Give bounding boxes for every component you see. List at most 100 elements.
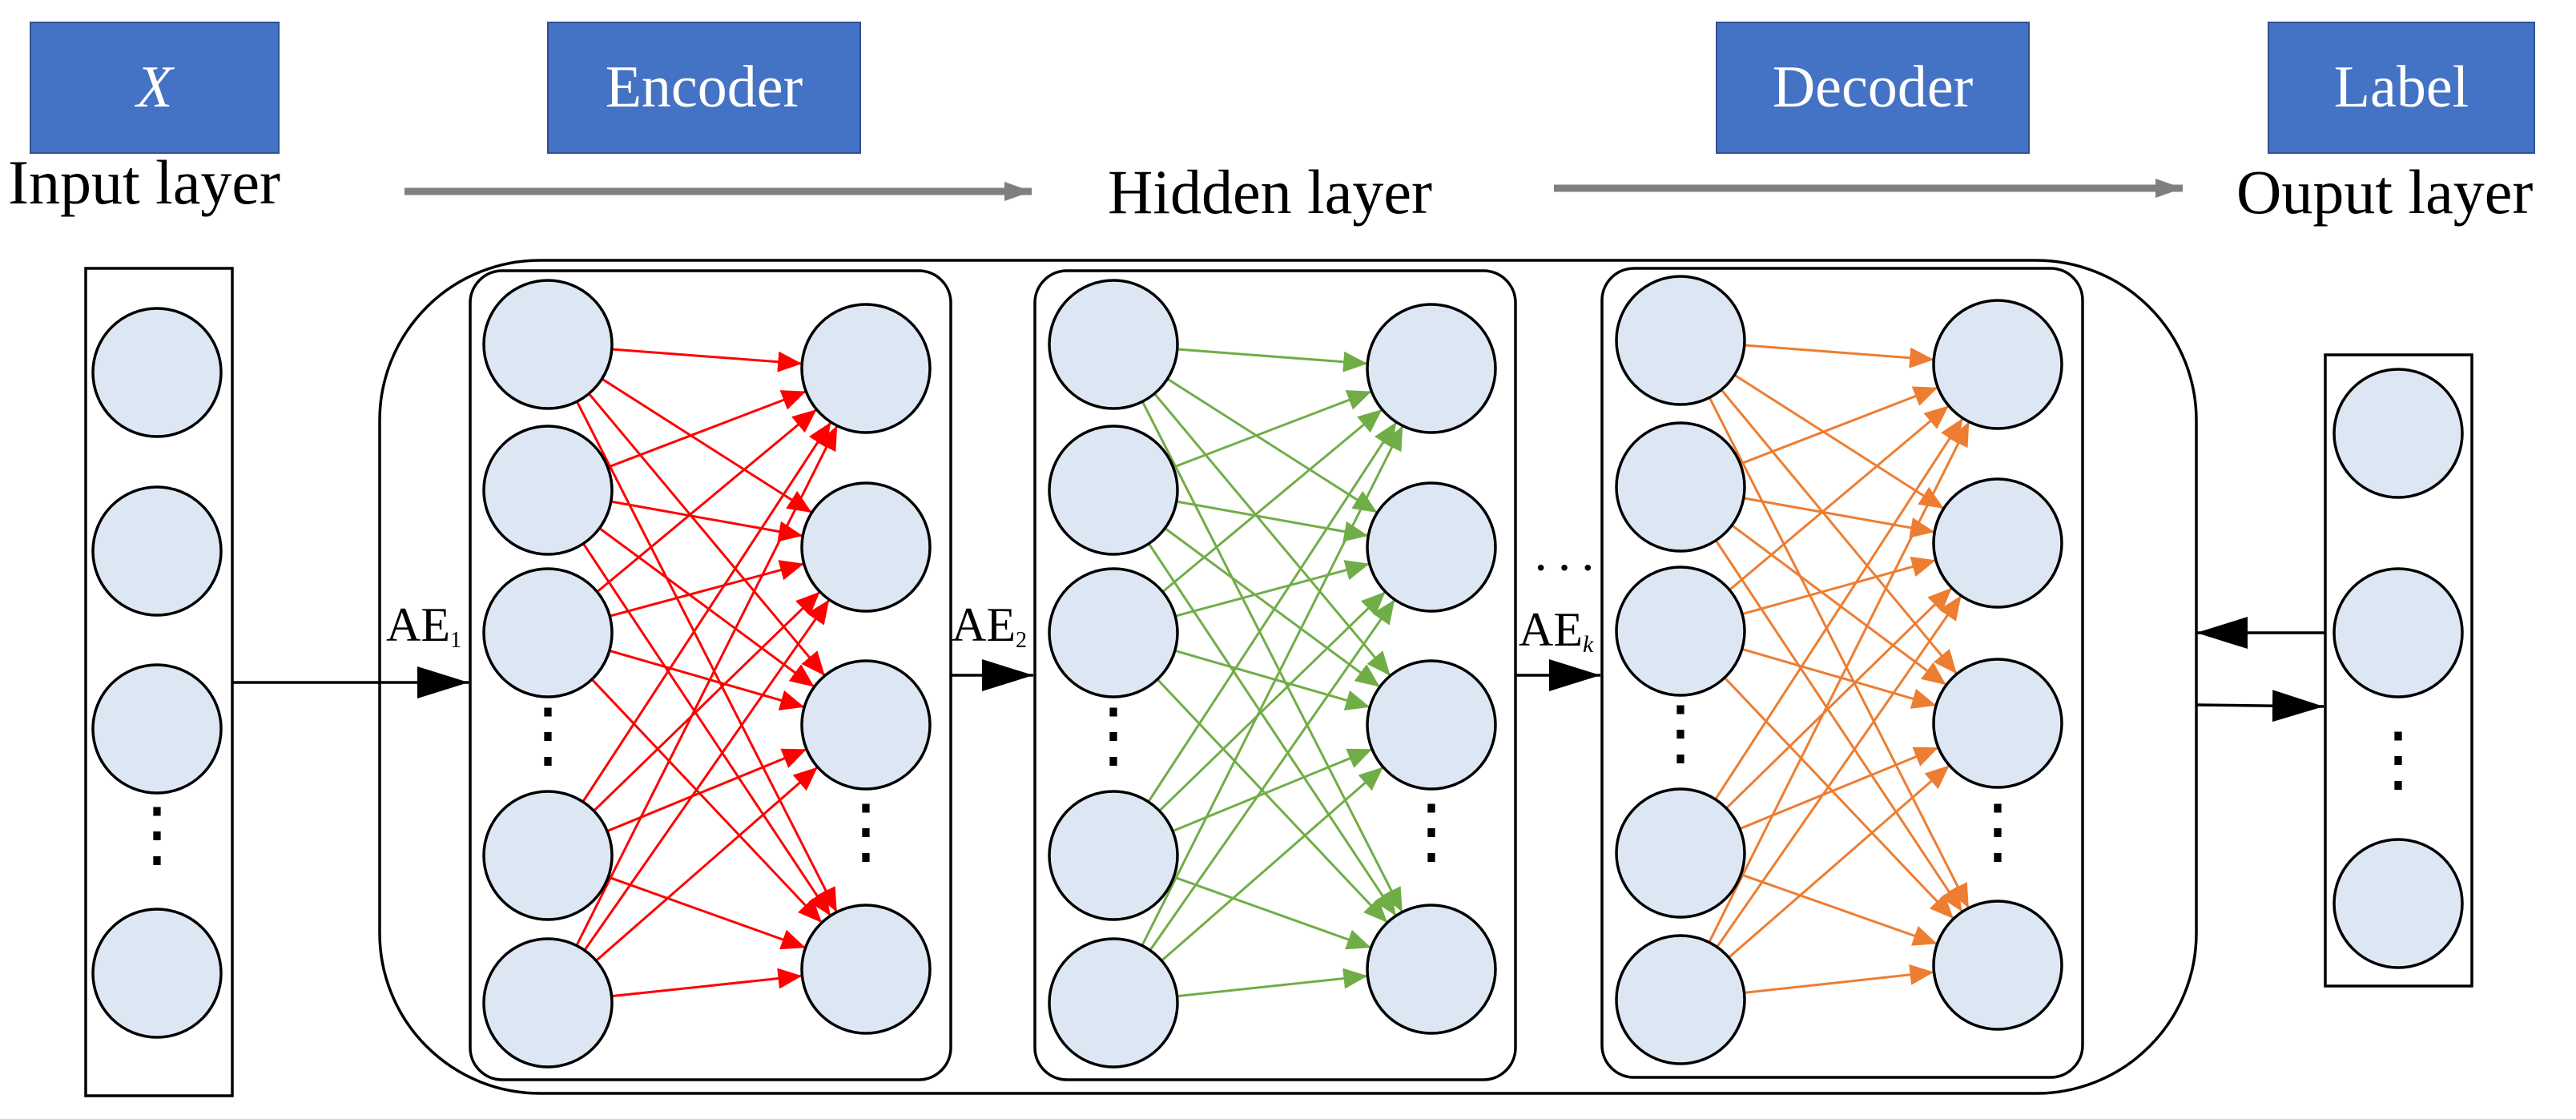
ae2-edge bbox=[1164, 527, 1381, 688]
ae1-edge bbox=[575, 425, 839, 947]
aek-edge bbox=[1725, 586, 1953, 810]
aek-right-vertical-ellipsis: ⋮ bbox=[1962, 792, 2034, 871]
input-layer-label: Input layer bbox=[8, 147, 281, 217]
ae2-edge bbox=[1149, 598, 1396, 952]
ae2-input-node bbox=[1048, 790, 1179, 921]
aek-input-node bbox=[1615, 566, 1746, 697]
ae1-hidden-node bbox=[800, 481, 932, 613]
ae1-edge bbox=[582, 542, 832, 917]
aek-connections bbox=[1708, 344, 1970, 994]
ae2-left-vertical-ellipsis: ⋮ bbox=[1077, 696, 1149, 775]
ae1-edge bbox=[607, 875, 807, 950]
aek-edge bbox=[1743, 497, 1935, 538]
ae1-edge bbox=[588, 392, 826, 677]
aek-edge bbox=[1733, 373, 1945, 510]
ae1-input-node bbox=[482, 937, 614, 1069]
nodes bbox=[91, 275, 2464, 1069]
aek-hidden-node bbox=[1932, 900, 2063, 1031]
ae1-label: AE1 bbox=[386, 598, 461, 653]
aek-edge bbox=[1740, 873, 1938, 946]
horizontal-ellipsis: ··· bbox=[1532, 539, 1603, 596]
aek-hidden-node bbox=[1932, 299, 2063, 430]
aek-frame bbox=[1600, 267, 2084, 1079]
decoder-text: Decoder bbox=[1772, 54, 1974, 120]
output-node bbox=[2332, 567, 2464, 698]
ae2-edge bbox=[1147, 421, 1398, 803]
aek-edge bbox=[1729, 405, 1950, 591]
ae1-input-node bbox=[482, 790, 614, 921]
aek-input-node bbox=[1615, 421, 1746, 553]
aek-edge bbox=[1741, 647, 1937, 709]
aek-hidden-node bbox=[1932, 477, 2063, 609]
aek-edge bbox=[1720, 388, 1958, 675]
aek-edge bbox=[1744, 964, 1934, 994]
hidden-layer-label: Hidden layer bbox=[1108, 157, 1433, 227]
ae2-hidden-node bbox=[1366, 303, 1497, 434]
aek-edge bbox=[1714, 417, 1964, 800]
aek-hidden-node bbox=[1932, 658, 2063, 789]
ae2-hidden-node bbox=[1366, 659, 1497, 791]
ae1-right-vertical-ellipsis: ⋮ bbox=[830, 792, 902, 871]
ae1-hidden-node bbox=[800, 303, 932, 434]
ae1-connections bbox=[575, 348, 839, 998]
ae1-edge bbox=[610, 500, 803, 542]
ae2-edge bbox=[1147, 542, 1398, 917]
ae2-edge bbox=[1177, 348, 1368, 372]
ae2-hidden-node bbox=[1366, 481, 1497, 613]
ae2-edge bbox=[1173, 390, 1372, 469]
ae1-edge bbox=[611, 968, 803, 998]
ae2-label: AE2 bbox=[952, 598, 1027, 653]
ae1-edge bbox=[609, 649, 805, 710]
encoder-box: Encoder bbox=[547, 22, 861, 154]
aek-edge bbox=[1744, 344, 1934, 368]
input-node bbox=[91, 908, 223, 1039]
output-layer-label: Ouput layer bbox=[2236, 157, 2534, 227]
ae1-edge bbox=[575, 401, 839, 913]
output-layer-frame bbox=[2324, 353, 2473, 988]
ae2-hidden-node bbox=[1366, 904, 1497, 1035]
output-vertical-ellipsis: ⋮ bbox=[2362, 720, 2434, 799]
ae1-input-node bbox=[482, 425, 614, 556]
ae1-input-node bbox=[482, 279, 614, 410]
label-box: Label bbox=[2268, 22, 2535, 154]
ae2-edge bbox=[1161, 766, 1384, 962]
ae2-input-node bbox=[1048, 567, 1179, 698]
ae1-edge bbox=[607, 390, 807, 469]
ae2-edge bbox=[1153, 392, 1391, 677]
ae2-edge bbox=[1176, 500, 1369, 542]
ae1-edge bbox=[593, 590, 821, 812]
input-x-box: X bbox=[30, 22, 280, 154]
aek-edge bbox=[1740, 386, 1938, 465]
encoder-text: Encoder bbox=[605, 54, 803, 120]
input-vertical-ellipsis: ⋮ bbox=[121, 795, 193, 875]
aek-edge bbox=[1724, 676, 1954, 920]
ae1-edge bbox=[609, 560, 805, 618]
aek-edge bbox=[1741, 556, 1937, 616]
hidden-layer-frame bbox=[378, 259, 2198, 1095]
ae2-connections bbox=[1141, 348, 1404, 998]
ae1-hidden-node bbox=[800, 904, 932, 1035]
ae1-edge bbox=[606, 748, 807, 832]
output-node bbox=[2332, 838, 2464, 969]
decoder-box: Decoder bbox=[1716, 22, 2030, 154]
aek-input-node bbox=[1615, 275, 1746, 406]
aek-edge bbox=[1728, 764, 1950, 959]
input-node bbox=[91, 307, 223, 438]
ae2-edge bbox=[1141, 401, 1404, 913]
aek-edge bbox=[1731, 524, 1947, 686]
aek-edge bbox=[1708, 396, 1970, 909]
ae1-edge bbox=[595, 766, 819, 962]
ae1-edge bbox=[590, 678, 823, 924]
aek-input-node bbox=[1615, 787, 1746, 919]
ae1-edge bbox=[598, 527, 815, 688]
ae1-input-node bbox=[482, 567, 614, 698]
aek-edge bbox=[1708, 421, 1970, 944]
input-node bbox=[91, 663, 223, 795]
aek-label: AEk bbox=[1519, 603, 1594, 658]
ae2-edge bbox=[1156, 678, 1389, 924]
ae2-right-vertical-ellipsis: ⋮ bbox=[1395, 792, 1467, 871]
aek-edge bbox=[1714, 539, 1964, 913]
ae2-edge bbox=[1177, 968, 1368, 998]
ae1-edge bbox=[582, 421, 832, 803]
